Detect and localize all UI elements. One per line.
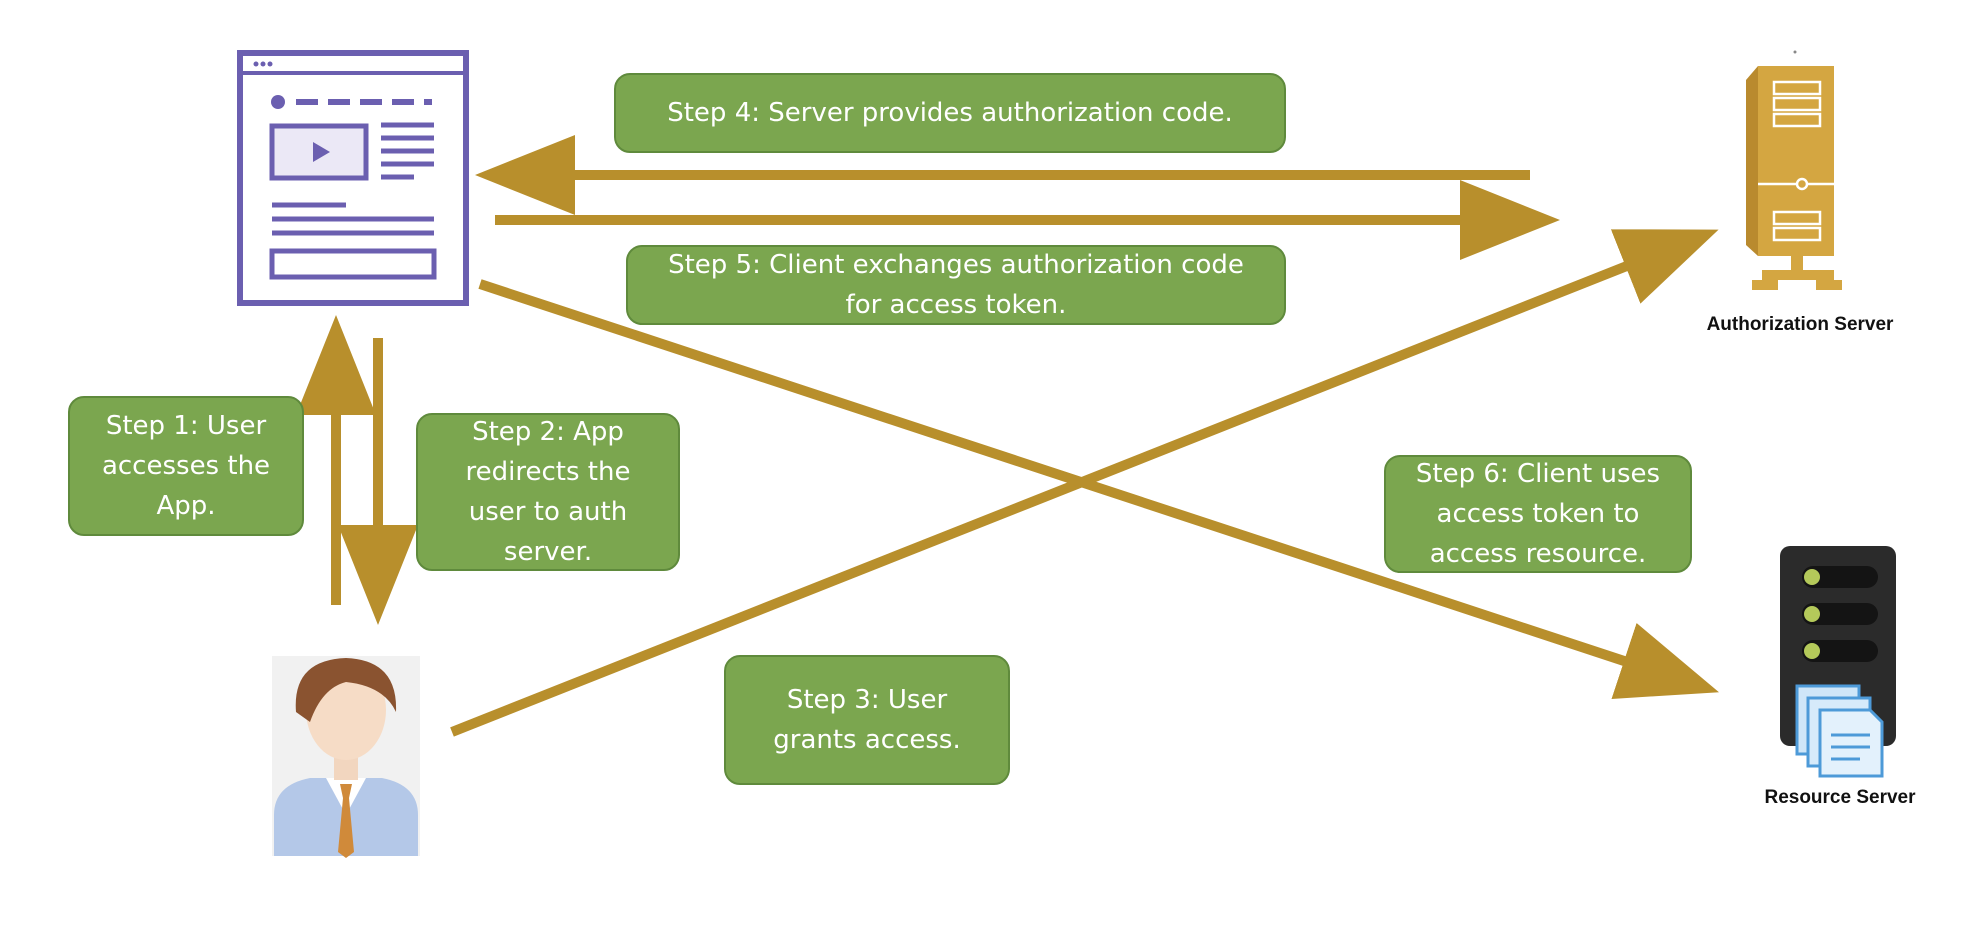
resource-server-label: Resource Server bbox=[1764, 787, 1916, 808]
step-2-box: Step 2: App redirects the user to auth s… bbox=[416, 413, 680, 571]
arrows bbox=[296, 135, 1719, 737]
step-3-box: Step 3: User grants access. bbox=[724, 655, 1010, 785]
step-1-label: Step 1: User accesses the App. bbox=[101, 411, 271, 521]
authorization-server-label: Authorization Server bbox=[1706, 314, 1894, 335]
step-4-box: Step 4: Server provides authorization co… bbox=[614, 73, 1286, 153]
authorization-server-icon bbox=[1746, 50, 1842, 290]
step-4-label: Step 4: Server provides authorization co… bbox=[667, 98, 1233, 128]
resource-server-icon bbox=[1780, 546, 1896, 778]
step-6-label: Step 6: Client uses access token to acce… bbox=[1415, 459, 1661, 569]
arrow-step6 bbox=[478, 279, 1719, 699]
step-3-label: Step 3: User grants access. bbox=[773, 685, 961, 755]
step-2-label: Step 2: App redirects the user to auth s… bbox=[465, 417, 631, 567]
step-5-label: Step 5: Client exchanges authorization c… bbox=[668, 250, 1244, 320]
step-6-box: Step 6: Client uses access token to acce… bbox=[1384, 455, 1692, 573]
step-1-box: Step 1: User accesses the App. bbox=[68, 396, 304, 536]
user-avatar-icon bbox=[272, 656, 420, 858]
client-app-window-icon bbox=[237, 50, 469, 306]
step-5-box: Step 5: Client exchanges authorization c… bbox=[626, 245, 1286, 325]
